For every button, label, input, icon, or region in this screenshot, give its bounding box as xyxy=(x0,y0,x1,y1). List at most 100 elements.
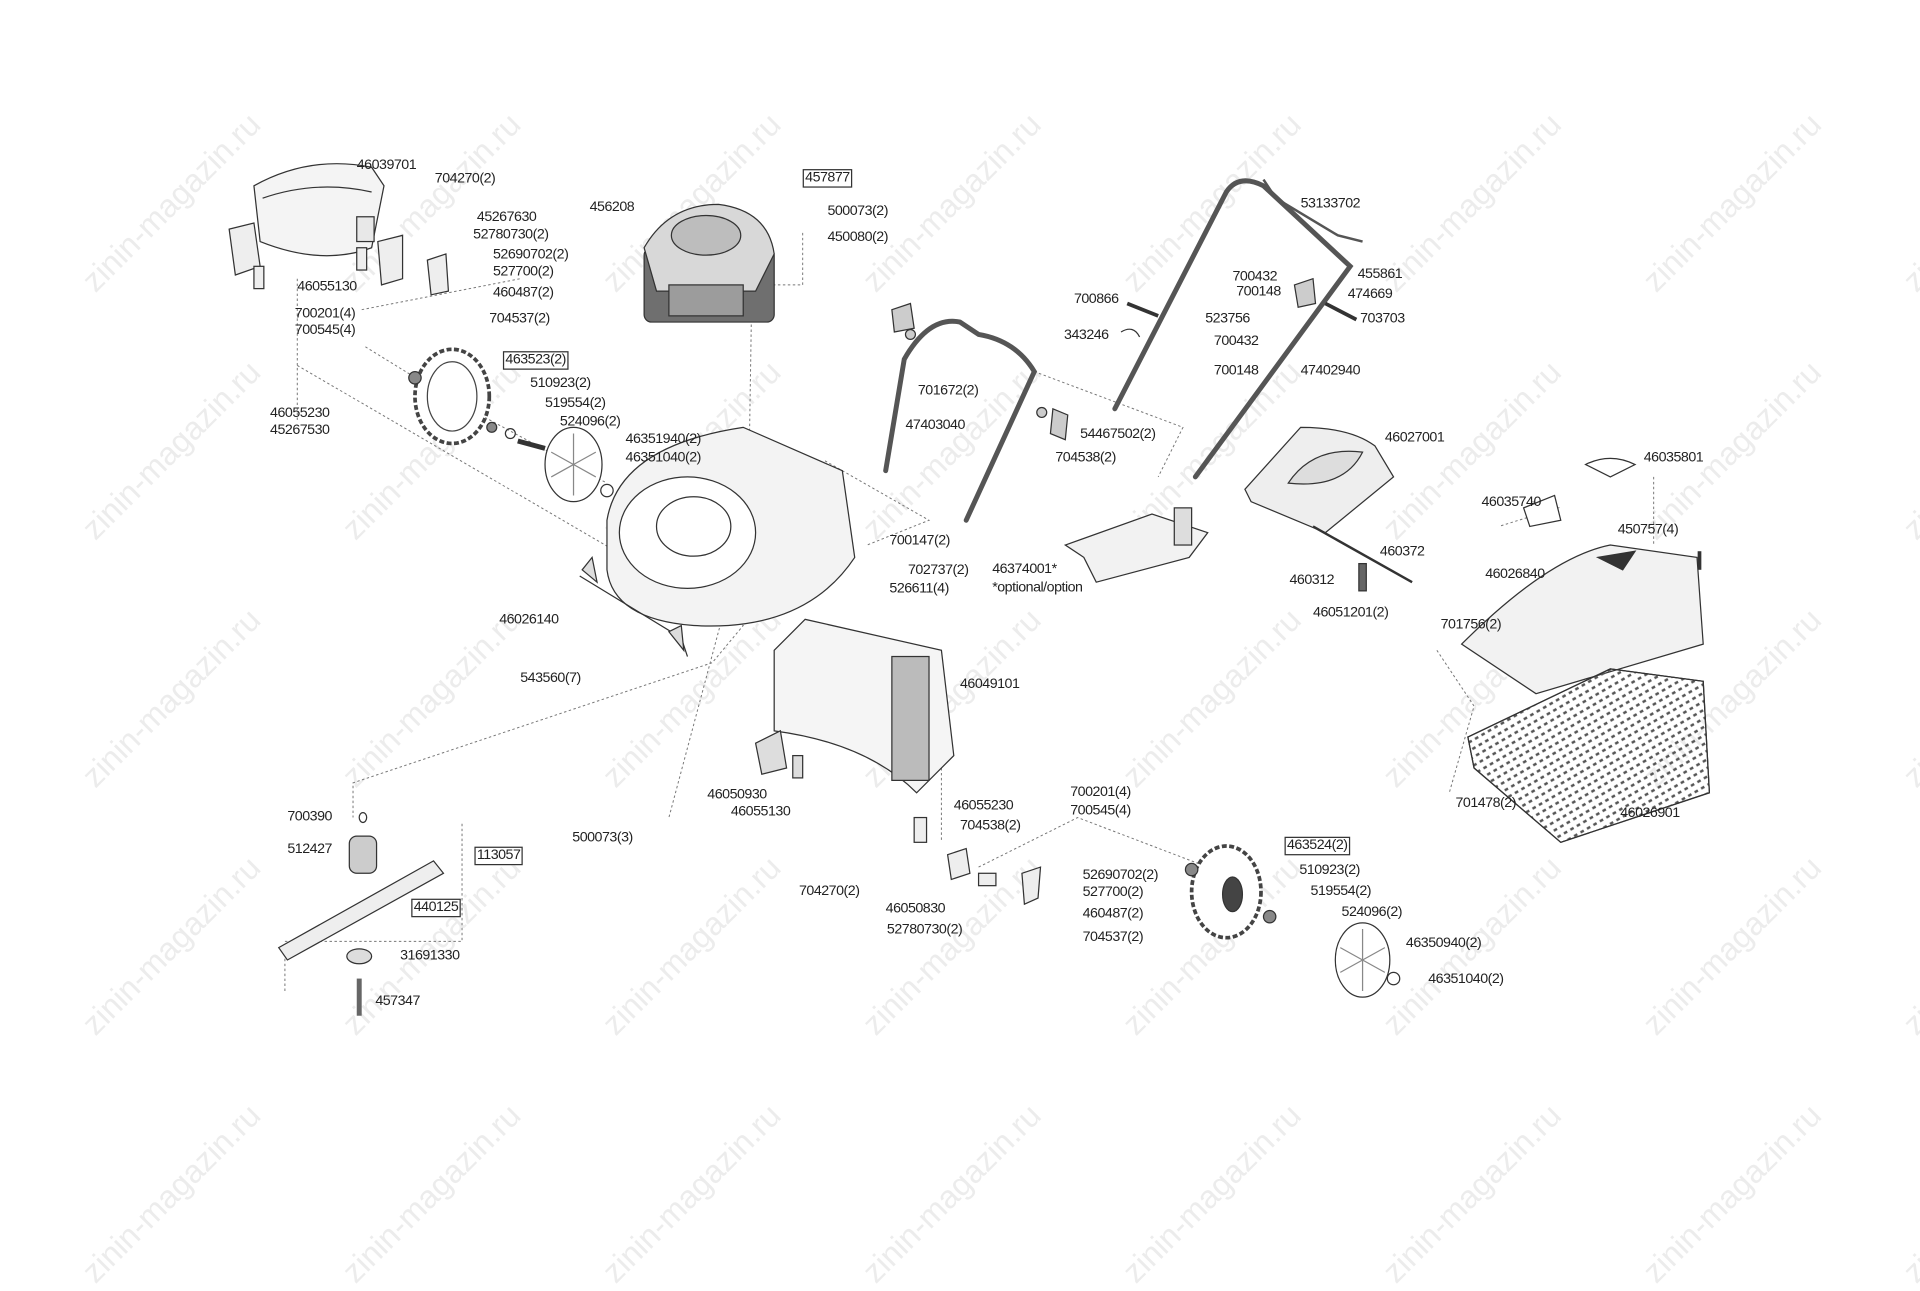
part-number-label: 700201(4) xyxy=(1070,784,1131,800)
rear-discharge-chute xyxy=(754,618,955,794)
part-number-label: 460487(2) xyxy=(493,285,554,301)
part-number-label: 700390 xyxy=(287,809,332,825)
part-number-label: 704537(2) xyxy=(1082,929,1144,945)
part-number-label: 46055230 xyxy=(270,405,330,421)
part-number-label: 46026140 xyxy=(499,612,559,628)
part-number-label: 46350940(2) xyxy=(1405,935,1482,951)
part-number-label: 543560(7) xyxy=(520,670,581,686)
watermark-text: zinin-magazin.ru xyxy=(1895,1096,1920,1290)
part-number-label: 527700(2) xyxy=(1082,885,1144,900)
mower-deck xyxy=(579,426,856,657)
watermark-text: zinin-magazin.ru xyxy=(594,1096,788,1290)
part-number-label: 523756 xyxy=(1205,311,1250,327)
part-number-label: 46351040(2) xyxy=(625,450,702,466)
part-number-label: 52780730(2) xyxy=(473,227,549,243)
part-number-label: 460312 xyxy=(1289,572,1335,588)
part-number-label: 704538(2) xyxy=(959,818,1021,834)
part-number-label: 46027001 xyxy=(1384,430,1445,446)
part-number-label: 700148 xyxy=(1213,363,1259,379)
part-number-label: 46035801 xyxy=(1643,450,1704,466)
part-number-label: 460487(2) xyxy=(1082,906,1144,921)
part-number-label: 46374001* xyxy=(992,561,1057,577)
part-number-assembly-label: 440125 xyxy=(411,898,461,918)
part-number-assembly-label: 113057 xyxy=(474,846,523,866)
part-number-label: 700866 xyxy=(1073,291,1119,307)
part-number-assembly-label: 463523(2) xyxy=(502,351,569,370)
part-number-label: 46055230 xyxy=(953,798,1014,814)
part-number-label: 700147(2) xyxy=(889,533,950,549)
part-number-label: 46050830 xyxy=(885,901,946,917)
part-number-label: 54467502(2) xyxy=(1080,426,1156,442)
part-number-label: 46049101 xyxy=(959,676,1020,692)
part-number-label: 52690702(2) xyxy=(1082,867,1159,883)
part-number-label: 524096(2) xyxy=(1341,904,1403,920)
part-number-label: 700545(4) xyxy=(294,322,356,338)
part-number-label: 700432 xyxy=(1213,333,1259,349)
part-number-label: 343246 xyxy=(1064,327,1109,343)
part-number-label: 46050930 xyxy=(707,787,767,803)
watermark-text: zinin-magazin.ru xyxy=(854,1096,1049,1290)
part-number-label: 526611(4) xyxy=(889,581,949,597)
part-number-label: 46351940(2) xyxy=(625,431,702,447)
part-number-label: 704538(2) xyxy=(1055,450,1116,466)
part-number-label: 46026901 xyxy=(1620,805,1680,821)
diagram-artwork xyxy=(228,163,1711,1016)
rear-flap xyxy=(253,163,385,257)
part-number-label: 46035740 xyxy=(1481,494,1541,510)
part-number-label: 500073(3) xyxy=(572,830,633,846)
part-number-label: 52690702(2) xyxy=(493,247,569,262)
part-number-label: 46051201(2) xyxy=(1313,605,1389,620)
lower-handle xyxy=(883,318,1038,523)
part-number-label: 47402940 xyxy=(1300,363,1361,379)
assembly-lines xyxy=(284,232,1655,991)
part-number-label: 700432 xyxy=(1232,269,1278,285)
part-number-label: 474669 xyxy=(1347,286,1393,302)
watermark-text: zinin-magazin.ru xyxy=(1374,1096,1569,1290)
side-brackets xyxy=(228,222,450,296)
part-number-label: 701478(2) xyxy=(1455,795,1516,811)
part-number-label: 450757(4) xyxy=(1617,522,1679,537)
part-number-label: 450080(2) xyxy=(827,229,888,245)
hubcap-front xyxy=(544,426,614,503)
part-number-label: 703703 xyxy=(1360,311,1405,327)
part-number-label: 460372 xyxy=(1379,544,1425,560)
part-number-label: 455861 xyxy=(1357,266,1403,282)
grass-catcher xyxy=(1460,457,1711,844)
rear-cover xyxy=(1244,426,1413,592)
part-number-label: 519554(2) xyxy=(1310,883,1372,899)
wheel-front xyxy=(408,347,546,451)
part-number-label: 52780730(2) xyxy=(886,922,963,938)
part-number-label: 519554(2) xyxy=(545,395,606,411)
parts-diagram: zinin-magazin.ru zinin-magazin.ru zinin-ma… xyxy=(74,105,1920,1289)
part-number-label: 46055130 xyxy=(730,804,791,820)
part-number-label: 46039701 xyxy=(356,157,417,173)
part-number-label: 701756(2) xyxy=(1440,617,1502,633)
part-number-label: 704270(2) xyxy=(434,171,496,187)
watermark-text: zinin-magazin.ru xyxy=(334,1096,528,1290)
part-number-label: 46026840 xyxy=(1485,566,1545,582)
engine xyxy=(643,203,775,323)
part-number-label: 46351040(2) xyxy=(1428,971,1504,987)
part-number-assembly-label: 457877 xyxy=(802,169,853,188)
wheel-rear xyxy=(1184,844,1277,940)
mulch-plug xyxy=(1063,507,1209,583)
part-number-label: 45267630 xyxy=(476,209,537,225)
part-number-label: 45267530 xyxy=(270,423,330,438)
upper-handle xyxy=(1112,178,1363,480)
part-number-label: 702737(2) xyxy=(907,562,969,578)
part-number-label: 500073(2) xyxy=(827,203,888,219)
blade-assembly xyxy=(277,811,445,1016)
part-number-label: 704270(2) xyxy=(798,883,860,899)
part-number-label: 47403040 xyxy=(905,418,965,433)
part-number-label: 700148 xyxy=(1236,284,1281,300)
part-number-label: 524096(2) xyxy=(559,414,621,430)
rear-brackets xyxy=(913,816,1042,906)
watermark-text: zinin-magazin.ru xyxy=(1114,1096,1309,1290)
part-number-label: 704537(2) xyxy=(489,311,550,327)
part-number-label: 457347 xyxy=(375,994,420,1009)
part-number-label: 53133702 xyxy=(1300,196,1361,212)
part-number-label: 701672(2) xyxy=(917,383,979,399)
hubcap-rear xyxy=(1334,922,1401,998)
watermark-text: zinin-magazin.ru xyxy=(74,1096,268,1290)
part-number-label: 700201(4) xyxy=(294,306,356,322)
